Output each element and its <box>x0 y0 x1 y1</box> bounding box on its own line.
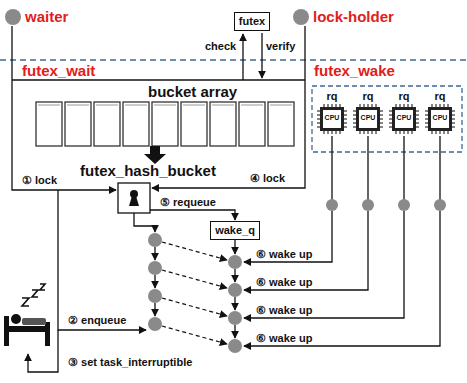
function-name: futex_wait <box>22 62 95 79</box>
step-label: ⑤ requeue <box>160 196 216 209</box>
queue-label: rq <box>399 90 410 103</box>
queue-line <box>134 213 155 232</box>
cpu-chip: CPU <box>425 104 455 134</box>
bucket-array <box>36 102 294 146</box>
check-line <box>242 34 243 80</box>
actor-node: lock-holder <box>292 8 394 26</box>
lock-box <box>118 183 150 213</box>
actor-name: lock-holder <box>313 8 394 25</box>
step-label: ③ set task_interruptible <box>68 356 192 369</box>
wait-queue <box>148 233 242 353</box>
structure-label: futex_hash_bucket <box>80 162 216 179</box>
verify-line <box>261 33 262 78</box>
box-label: wake_q <box>215 224 255 237</box>
queue-label: rq <box>363 90 374 103</box>
cpu-label: CPU <box>317 114 347 122</box>
requeue-line <box>150 210 235 220</box>
structure-box: futex <box>234 12 270 31</box>
cpu-label: CPU <box>425 114 455 122</box>
actor-node: waiter <box>4 8 68 26</box>
step-label: ① lock <box>22 174 57 187</box>
wake-lines <box>244 136 446 346</box>
cpu-chip: CPU <box>389 104 419 134</box>
structure-label: bucket array <box>148 83 237 100</box>
cpu-node: rqCPU <box>317 90 347 134</box>
step-label: ⑥ wake up <box>256 276 312 289</box>
actor-dot <box>4 8 22 26</box>
cpu-label: CPU <box>353 114 383 122</box>
cpu-node: rqCPU <box>389 90 419 134</box>
sleep-line <box>28 330 58 372</box>
step-label: ⑥ wake up <box>256 248 312 261</box>
cpu-label: CPU <box>389 114 419 122</box>
step-label: ② enqueue <box>68 314 126 327</box>
frame-line <box>12 79 305 80</box>
queue-label: rq <box>435 90 446 103</box>
key-icon <box>129 196 139 206</box>
enqueue-line <box>58 190 146 330</box>
down-arrow <box>144 146 166 164</box>
structure-box: wake_q <box>210 221 260 240</box>
box-label: futex <box>239 15 265 28</box>
cpu-node: rqCPU <box>353 90 383 134</box>
cpu-chip: CPU <box>353 104 383 134</box>
queue-label: rq <box>327 90 338 103</box>
step-label: ⑥ wake up <box>256 332 312 345</box>
step-label: ⑥ wake up <box>256 304 312 317</box>
actor-dot <box>292 8 310 26</box>
step-label: ④ lock <box>250 172 285 185</box>
cpu-chip: CPU <box>317 104 347 134</box>
sleep-icon <box>4 284 50 346</box>
function-name: futex_wake <box>314 62 395 79</box>
step-label: verify <box>266 40 295 53</box>
cpu-node: rqCPU <box>425 90 455 134</box>
actor-name: waiter <box>25 8 68 25</box>
step-label: check <box>205 40 236 53</box>
boundary-line <box>0 59 467 61</box>
